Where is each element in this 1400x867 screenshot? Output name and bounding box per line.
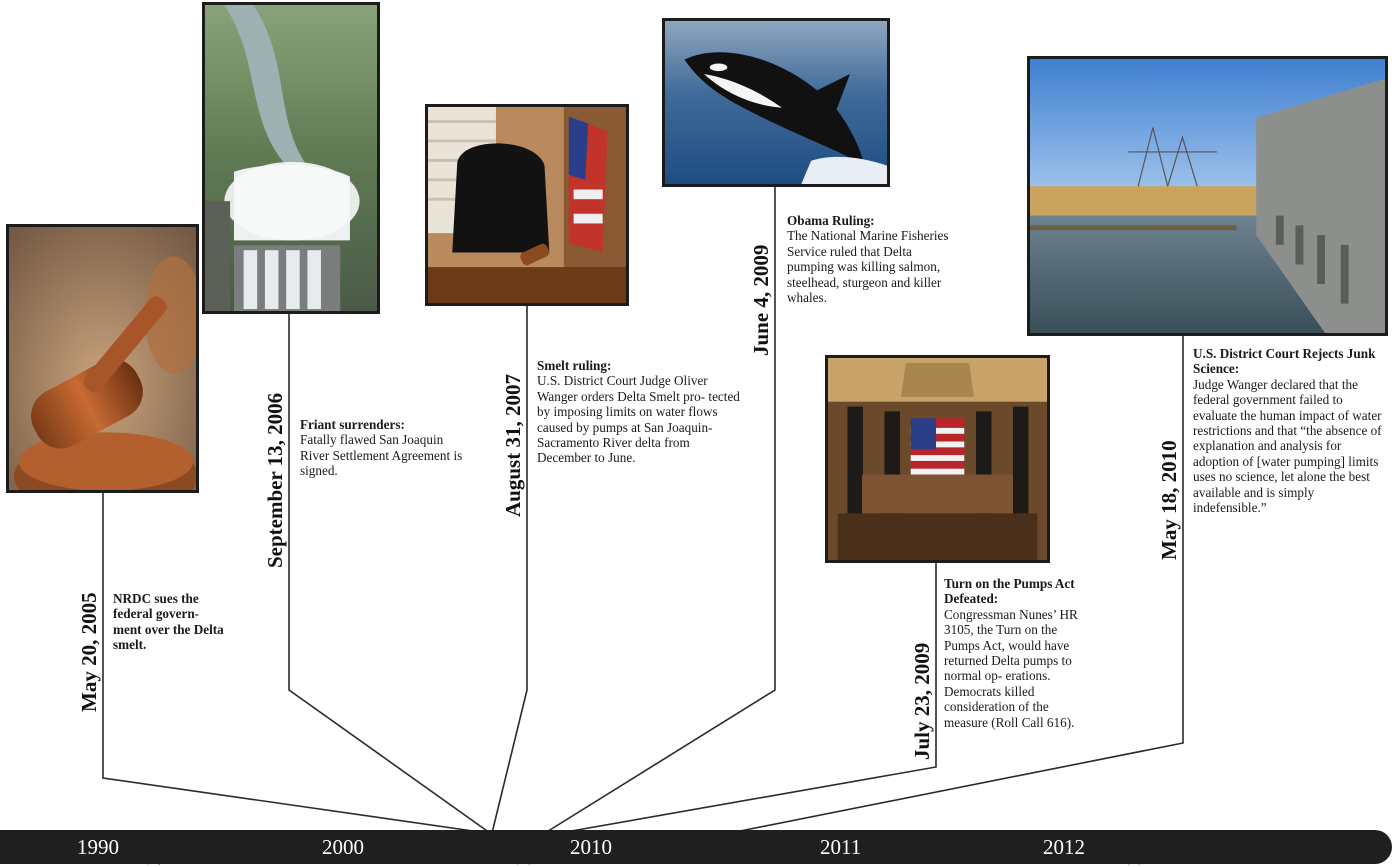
photo-gavel <box>6 224 199 493</box>
photo-pumping-plant <box>1027 56 1388 336</box>
date-label-2010: May 18, 2010 <box>1157 440 1181 560</box>
photo-house-chamber <box>825 355 1050 563</box>
year-label-2000: 2000 <box>322 835 364 859</box>
event-title: Obama Ruling: <box>787 213 875 228</box>
event-body: Judge Wanger declared that the federal g… <box>1193 376 1382 516</box>
date-label-2009-june: June 4, 2009 <box>749 244 773 356</box>
pumping-plant-icon <box>1030 59 1385 333</box>
event-text-2006: Friant surrenders: Fatally flawed San Jo… <box>300 417 475 479</box>
event-title: Smelt ruling: <box>537 358 612 373</box>
connector-2006 <box>288 312 491 834</box>
connector-2010 <box>729 336 1184 834</box>
orca-icon <box>665 21 887 184</box>
date-label-2009-july: July 23, 2009 <box>910 642 934 760</box>
event-text-2007: Smelt ruling: U.S. District Court Judge … <box>537 358 747 466</box>
event-text-2010: U.S. District Court Rejects Junk Science… <box>1193 346 1389 515</box>
event-body: The National Marine Fisheries Service ru… <box>787 228 949 306</box>
date-label-2005: May 20, 2005 <box>77 592 101 712</box>
photo-courtroom <box>425 104 629 306</box>
connector-2007 <box>491 306 528 834</box>
year-label-2012: 2012 <box>1043 835 1085 859</box>
event-text-2005: NRDC sues the federal govern- ment over … <box>113 591 228 653</box>
event-body: NRDC sues the federal govern- ment over … <box>113 591 224 653</box>
photo-killer-whale <box>662 18 890 187</box>
event-title: Turn on the Pumps Act Defeated: <box>944 576 1075 607</box>
year-label-2011: 2011 <box>820 835 862 859</box>
event-body: U.S. District Court Judge Oliver Wanger … <box>537 373 740 466</box>
year-label-1990: 1990 <box>77 835 119 859</box>
event-body: Congressman Nunes’ HR 3105, the Turn on … <box>944 606 1078 730</box>
date-label-2007: August 31, 2007 <box>501 374 525 517</box>
year-label-2010: 2010 <box>570 835 612 859</box>
dam-icon <box>205 5 377 311</box>
event-title: U.S. District Court Rejects Junk Science… <box>1193 346 1376 377</box>
event-text-2009-july: Turn on the Pumps Act Defeated: Congress… <box>944 576 1084 730</box>
connector-2005 <box>102 493 488 834</box>
connector-2009-july <box>559 562 937 834</box>
chamber-icon <box>828 358 1047 560</box>
connector-2009-june <box>544 187 776 834</box>
event-body: Fatally flawed San Joaquin River Settlem… <box>300 432 463 479</box>
date-label-2006: September 13, 2006 <box>263 392 287 568</box>
event-title: Friant surrenders: <box>300 417 405 432</box>
timeline-axis-bar <box>0 830 1392 864</box>
courtroom-icon <box>428 107 626 303</box>
gavel-icon <box>9 227 196 490</box>
event-text-2009-june: Obama Ruling: The National Marine Fisher… <box>787 213 959 305</box>
photo-dam-spillway <box>202 2 380 314</box>
